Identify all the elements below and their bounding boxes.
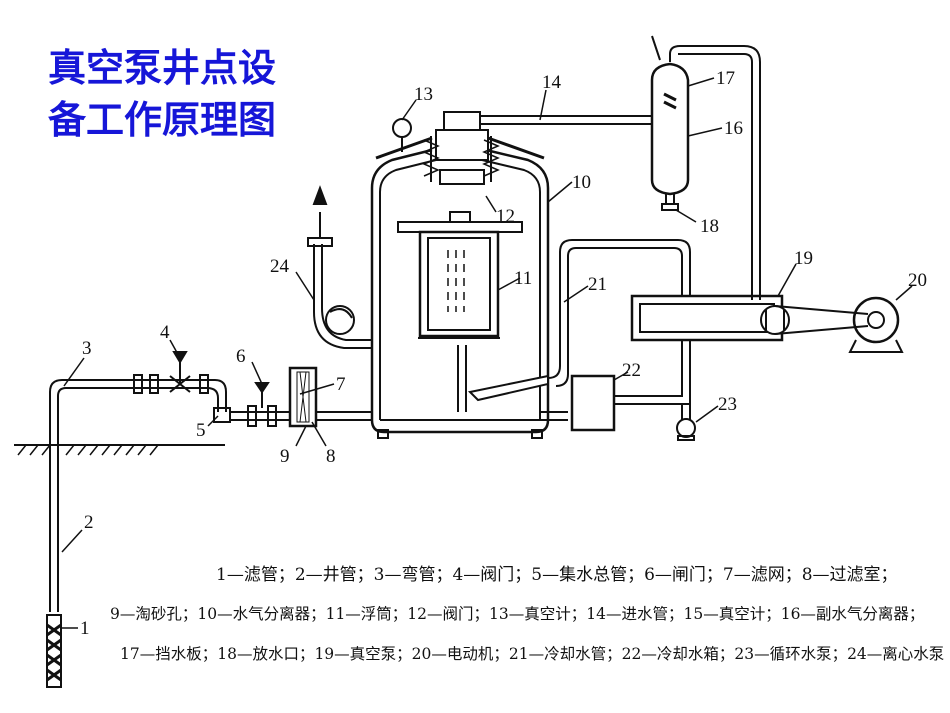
vacuum-pump-19 xyxy=(630,294,790,342)
label-7: 7 xyxy=(336,374,346,395)
label-19: 19 xyxy=(794,248,813,269)
label-12: 12 xyxy=(496,206,515,227)
float-11 xyxy=(397,211,523,339)
label-3: 3 xyxy=(82,338,92,359)
label-5: 5 xyxy=(196,420,206,441)
water-gas-separator xyxy=(370,136,550,439)
label-24: 24 xyxy=(270,256,290,277)
filter-tube xyxy=(46,614,62,688)
motor-20 xyxy=(774,296,904,353)
label-1: 1 xyxy=(80,618,90,639)
cooling-tank-22 xyxy=(570,340,691,432)
legend-line-2: 9—淘砂孔；10—水气分离器；11—浮筒；12—阀门；13—真空计；14—进水管… xyxy=(110,605,925,623)
cooling-pipe-21 xyxy=(467,239,691,402)
label-23: 23 xyxy=(718,394,737,415)
legend-line-3: 17—挡水板；18—放水口；19—真空泵；20—电动机；21—冷却水管；22—冷… xyxy=(120,645,945,663)
filter-chamber xyxy=(288,366,372,428)
label-21: 21 xyxy=(588,274,607,295)
circulation-pump-23 xyxy=(676,404,696,441)
leader-lines xyxy=(60,77,913,629)
connecting-pipe xyxy=(540,411,568,421)
label-14: 14 xyxy=(542,72,562,93)
legend-line-1: 1—滤管；2—井管；3—弯管；4—阀门；5—集水总管；6—闸门；7—滤网；8—过… xyxy=(216,565,898,585)
inlet-pipe-14 xyxy=(480,115,652,125)
label-13: 13 xyxy=(414,84,433,105)
centrifugal-pump-24 xyxy=(307,185,372,349)
label-6: 6 xyxy=(236,346,246,367)
label-16: 16 xyxy=(724,118,743,139)
label-18: 18 xyxy=(700,216,719,237)
label-4: 4 xyxy=(160,322,170,343)
label-17: 17 xyxy=(716,68,735,89)
label-11: 11 xyxy=(514,268,532,289)
label-20: 20 xyxy=(908,270,927,291)
label-22: 22 xyxy=(622,360,641,381)
ground-surface xyxy=(14,444,225,456)
valve-12 xyxy=(422,111,500,185)
label-2: 2 xyxy=(84,512,94,533)
page-title: 真空泵井点设 备工作原理图 xyxy=(48,42,338,146)
label-9: 9 xyxy=(280,446,290,467)
label-10: 10 xyxy=(572,172,591,193)
title-line-1: 真空泵井点设 xyxy=(48,46,277,90)
well-pipe xyxy=(49,379,136,612)
label-8: 8 xyxy=(326,446,336,467)
title-line-2: 备工作原理图 xyxy=(48,98,277,142)
secondary-separator-16 xyxy=(650,35,761,300)
